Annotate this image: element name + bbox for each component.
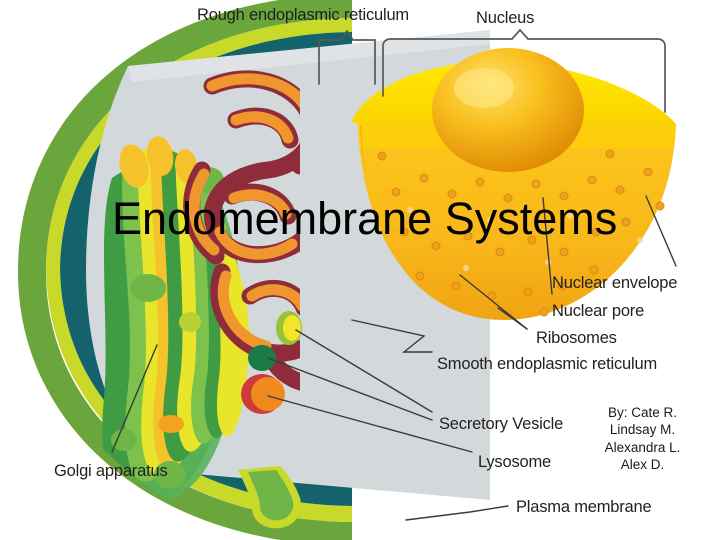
bracket-rough-er [318, 29, 376, 85]
leader-ribosomes-a [459, 274, 528, 330]
leader-nuclear-pore [542, 197, 553, 295]
page-title: Endomembrane Systems [112, 193, 618, 244]
leader-line-group [111, 195, 677, 521]
bracket-group [318, 28, 666, 113]
label-secretory-vesicle: Secretory Vesicle [439, 415, 564, 433]
leader-lysosome [267, 395, 473, 453]
byline-line-1: By: Cate R. [607, 405, 678, 420]
exocytosis-site [238, 466, 302, 529]
lysosome-core [251, 377, 285, 411]
label-golgi-apparatus: Golgi apparatus [54, 462, 168, 480]
label-plasma-membrane: Plasma membrane [516, 498, 652, 516]
leader-secretory-vesicle [295, 329, 433, 413]
byline: By: Cate R. Lindsay M. Alexandra L. Alex… [575, 404, 710, 473]
nucleolus-highlight [454, 68, 514, 108]
nuclear-pores [377, 149, 665, 317]
byline-line-4: Alex D. [620, 456, 665, 472]
leader-smooth-er [351, 319, 433, 353]
leader-secretory-vesicle-b [267, 357, 433, 421]
label-nucleus: Nucleus [476, 9, 535, 27]
leader-nuclear-envelope [645, 195, 677, 267]
vesicles [130, 274, 302, 414]
cytosol-highlight [128, 30, 490, 82]
label-rough-er: Rough endoplasmic reticulum [197, 6, 409, 24]
leader-golgi [111, 344, 158, 453]
secretory-vesicle-core [283, 315, 301, 341]
byline-line-2: Lindsay M. [609, 422, 676, 438]
nucleolus [432, 48, 584, 172]
bracket-nucleus [382, 28, 666, 113]
vesicle-green-a [130, 274, 166, 302]
label-nuclear-envelope: Nuclear envelope [552, 274, 678, 292]
transport-vesicle [248, 345, 276, 371]
er-membrane [188, 73, 301, 352]
label-smooth-er: Smooth endoplasmic reticulum [437, 355, 658, 373]
byline-line-3: Alexandra L. [604, 439, 681, 455]
nucleus [352, 48, 676, 320]
vesicle-green-b [179, 312, 201, 332]
leader-ribosomes-b [497, 307, 528, 330]
label-nuclear-pore: Nuclear pore [552, 302, 645, 320]
leader-plasma-membrane [405, 505, 509, 521]
label-ribosomes: Ribosomes [536, 329, 617, 347]
label-lysosome: Lysosome [478, 453, 551, 471]
